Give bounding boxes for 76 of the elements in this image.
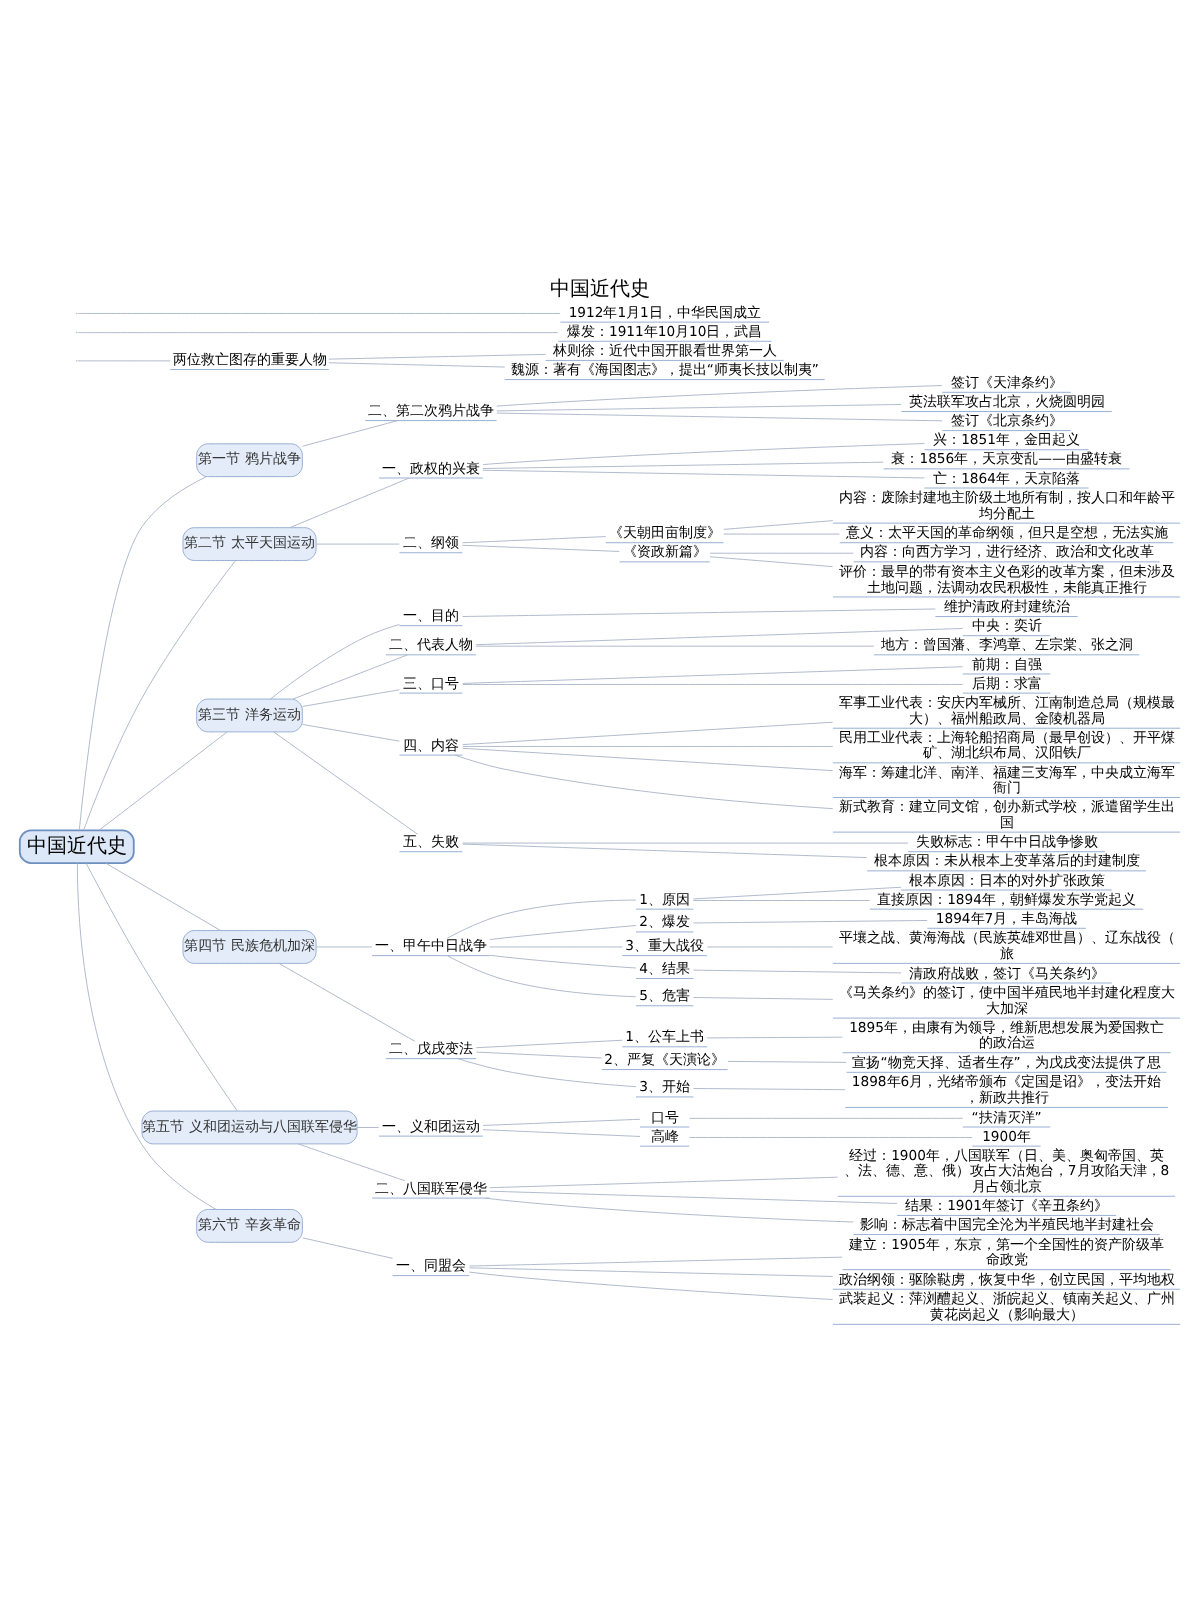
connector: [489, 954, 637, 969]
connector: [469, 1267, 834, 1277]
connector: [482, 469, 925, 479]
connector: [302, 724, 400, 742]
connector: [77, 360, 171, 362]
connector: [270, 624, 400, 700]
connector: [475, 628, 964, 646]
connector: [489, 946, 623, 948]
connector: [278, 963, 416, 1042]
connector: [485, 1197, 854, 1223]
connector: [328, 353, 547, 360]
connector: [462, 721, 834, 746]
connector: [328, 362, 506, 368]
connector: [482, 1129, 641, 1137]
connector: [489, 925, 637, 940]
connector: [489, 1190, 898, 1204]
connector: [693, 886, 902, 900]
connector: [77, 313, 561, 314]
connector: [709, 556, 833, 568]
connector: [462, 843, 868, 859]
connector: [105, 862, 222, 932]
connector: [475, 645, 875, 647]
connector: [462, 684, 963, 685]
connector: [462, 747, 834, 772]
connector: [482, 1118, 641, 1126]
connector: [727, 1060, 847, 1063]
connector: [83, 560, 236, 831]
connector: [315, 946, 373, 948]
connector: [475, 1051, 602, 1059]
connector: [302, 420, 399, 447]
connector: [457, 1058, 637, 1088]
connector: [689, 1117, 964, 1119]
connector: [475, 1039, 623, 1049]
connector: [77, 332, 559, 334]
connector: [85, 862, 238, 1112]
connector: [461, 544, 620, 552]
connector: [709, 552, 854, 554]
connector: [496, 412, 943, 422]
connector: [292, 654, 408, 700]
connector: [482, 443, 925, 466]
connector: [689, 1137, 973, 1138]
connector: [462, 746, 834, 747]
connector: [693, 997, 834, 1000]
connector: [462, 666, 963, 684]
connector: [273, 731, 419, 835]
connector: [76, 862, 217, 1210]
connector: [693, 969, 902, 974]
connector: [461, 536, 607, 544]
connector: [356, 1127, 380, 1128]
connector: [482, 461, 884, 469]
node-box: 中国近代史: [18, 829, 135, 865]
connector: [315, 543, 400, 545]
connector: [447, 955, 637, 998]
connector: [723, 520, 834, 530]
connector: [693, 920, 928, 924]
connector: [302, 1237, 393, 1259]
connector: [693, 900, 871, 901]
connector: [454, 754, 834, 810]
connector: [706, 946, 834, 948]
connector: [469, 1256, 843, 1267]
connector: [723, 533, 840, 535]
connector: [462, 842, 909, 844]
connector: [289, 477, 410, 528]
connector: [446, 899, 637, 939]
diagram-title: 中国近代史: [550, 279, 650, 302]
connector: [78, 476, 207, 831]
connector: [297, 1143, 406, 1182]
connector: [468, 1271, 834, 1300]
connector: [496, 404, 902, 412]
connector: [693, 1088, 846, 1091]
connector: [706, 1036, 843, 1039]
connector: [462, 608, 936, 617]
connector: [496, 385, 943, 407]
connector: [489, 1176, 839, 1189]
connector: [98, 731, 228, 831]
connector: [302, 689, 400, 707]
